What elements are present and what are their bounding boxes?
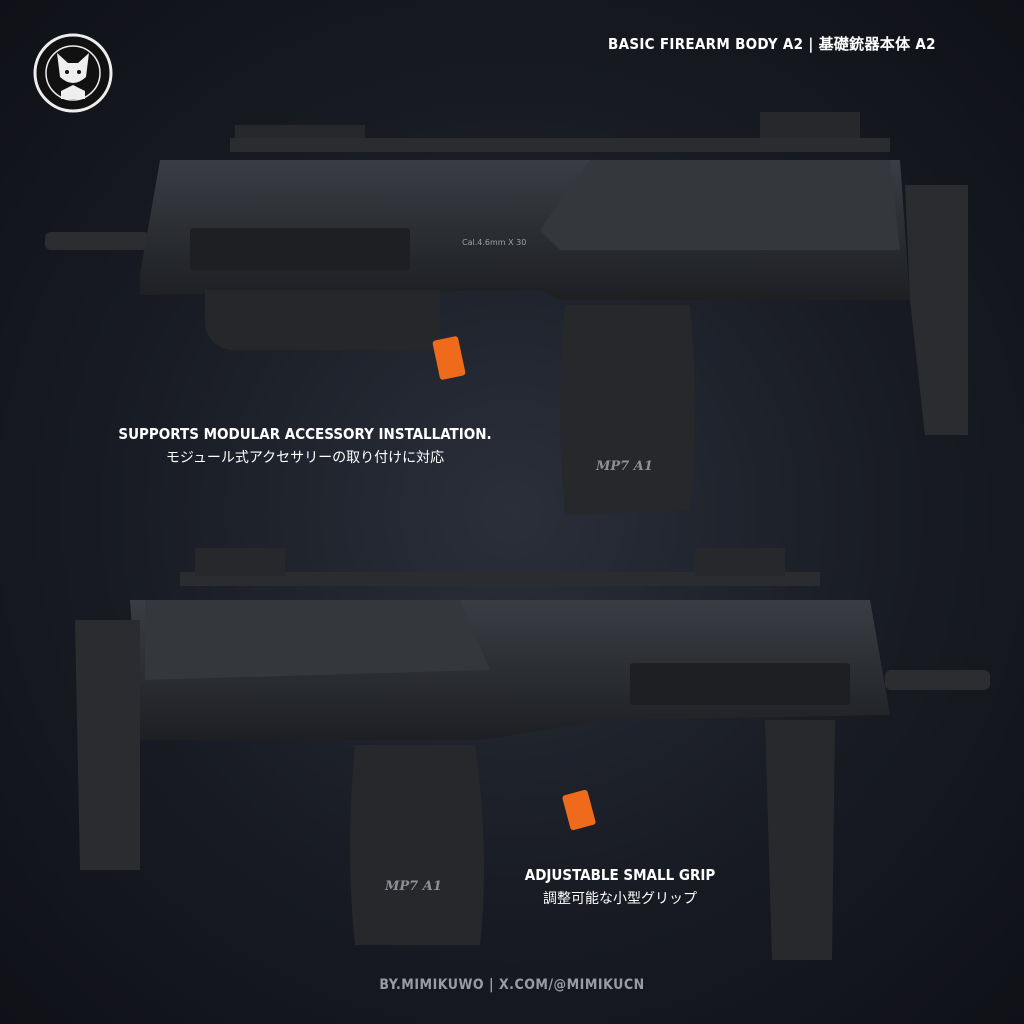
footer-credit: BY.MIMIKUWO | X.COM/@MIMIKUCN <box>379 977 645 993</box>
caption-modular: SUPPORTS MODULAR ACCESSORY INSTALLATION.… <box>100 425 510 467</box>
orange-tag <box>432 336 466 380</box>
page-title: BASIC FIREARM BODY A2 | 基礎銃器本体 A2 <box>608 35 936 53</box>
orange-tag-bottom <box>562 789 596 831</box>
firearm-bottom-view: MP7 A1 <box>75 548 990 960</box>
model-engraving-bottom: MP7 A1 <box>384 879 442 894</box>
caption-grip: ADJUSTABLE SMALL GRIP 調整可能な小型グリップ <box>505 866 735 908</box>
model-engraving: MP7 A1 <box>595 459 653 474</box>
caption-en: ADJUSTABLE SMALL GRIP <box>524 866 716 884</box>
caption-jp: モジュール式アクセサリーの取り付けに対応 <box>165 450 445 466</box>
caption-jp: 調整可能な小型グリップ <box>543 891 697 907</box>
caliber-engraving: Cal.4.6mm X 30 <box>462 238 526 247</box>
caption-en: SUPPORTS MODULAR ACCESSORY INSTALLATION. <box>118 425 492 443</box>
firearm-top-view: Cal.4.6mm X 30 MP7 A1 <box>45 112 968 515</box>
brand-logo <box>33 33 113 113</box>
